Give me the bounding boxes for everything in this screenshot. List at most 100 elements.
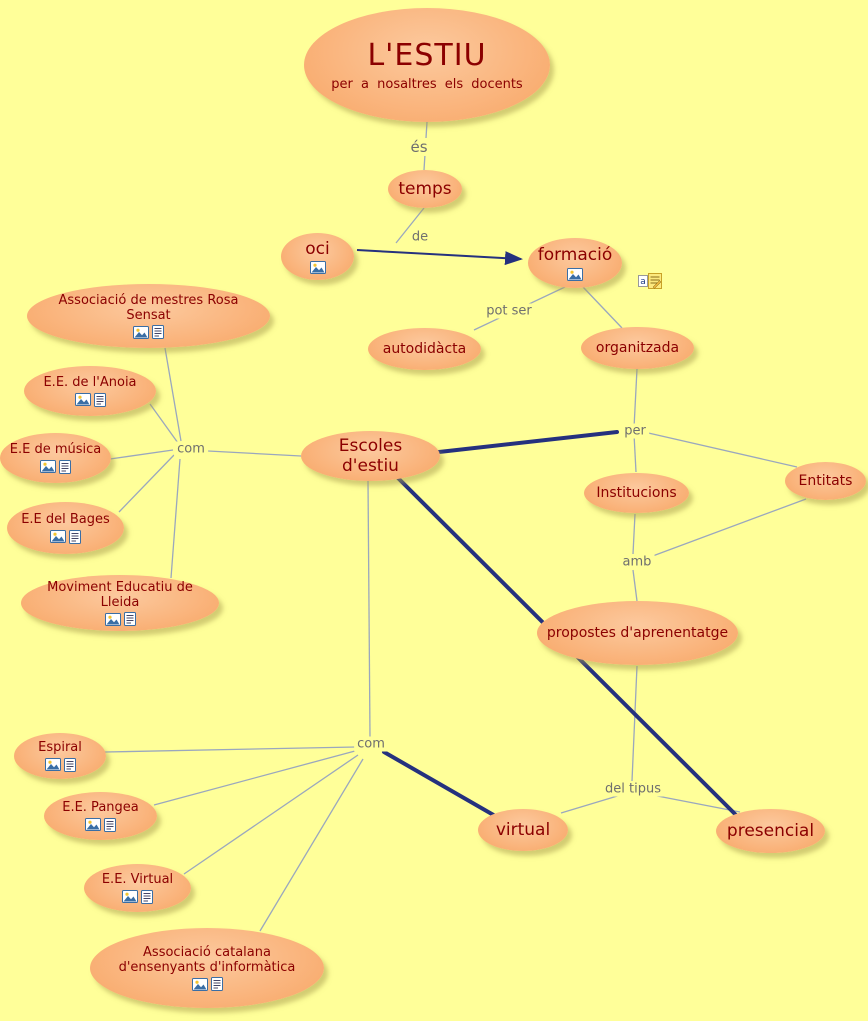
text-document-icon[interactable] [69, 529, 81, 544]
node-label: virtual [495, 819, 551, 840]
edge [207, 450, 302, 457]
node-propostes[interactable]: propostes d'aprenentatge [537, 601, 738, 665]
image-icon[interactable] [44, 758, 61, 772]
node-ee-anoia[interactable]: E.E. de l'Anoia [24, 366, 156, 416]
edge [118, 454, 175, 513]
annotation-icon[interactable]: a [638, 273, 662, 294]
edge-emphasis [382, 750, 499, 819]
link-label-per[interactable]: per [621, 423, 649, 439]
resource-icons [191, 977, 223, 992]
svg-text:a: a [640, 277, 646, 287]
edge [170, 458, 181, 579]
text-document-icon[interactable] [123, 612, 136, 627]
node-moviment-lleida[interactable]: Moviment Educatiu de Lleida [21, 575, 219, 631]
node-label: temps [398, 178, 452, 199]
node-institucions[interactable]: Institucions [584, 473, 689, 513]
edge [164, 347, 182, 442]
link-label-es[interactable]: és [407, 138, 431, 156]
node-ee-bages[interactable]: E.E del Bages [7, 502, 124, 554]
image-icon[interactable] [74, 393, 91, 407]
node-entitats[interactable]: Entitats [785, 462, 866, 500]
node-label: E.E. de l'Anoia [43, 375, 137, 391]
resource-icons [309, 261, 326, 275]
resource-icons [74, 392, 106, 407]
node-organitzada[interactable]: organitzada [581, 327, 694, 369]
link-label-de[interactable]: de [408, 229, 432, 245]
node-espiral[interactable]: Espiral [14, 733, 106, 779]
text-document-icon[interactable] [104, 817, 116, 832]
node-label: propostes d'aprenentatge [546, 624, 729, 641]
edge [643, 431, 798, 468]
resource-icons [44, 757, 76, 772]
node-label: Associació catalana d'ensenyants d'infor… [118, 944, 296, 975]
node-label: autodidàcta [382, 340, 467, 357]
node-ee-musica[interactable]: E.E de música [0, 433, 111, 483]
node-label: Institucions [596, 484, 677, 501]
link-label-amb[interactable]: amb [619, 554, 655, 570]
node-label: E.E. Pangea [62, 800, 139, 816]
edge [646, 793, 741, 813]
image-icon[interactable] [104, 612, 121, 626]
edge-arrow [356, 249, 523, 266]
edge [632, 513, 636, 555]
node-virtual[interactable]: virtual [478, 809, 568, 851]
node-formacio[interactable]: formació [528, 238, 622, 288]
node-label: E.E del Bages [21, 512, 110, 528]
node-rosa-sensat[interactable]: Associació de mestres Rosa Sensat [27, 284, 270, 348]
node-ee-virtual[interactable]: E.E. Virtual [84, 864, 191, 912]
link-label-com-left[interactable]: com [174, 441, 208, 457]
link-label-com-bottom[interactable]: com [354, 736, 388, 752]
edge-emphasis [437, 430, 619, 454]
node-label: oci [305, 238, 330, 259]
node-oci[interactable]: oci [281, 233, 354, 280]
node-temps[interactable]: temps [388, 170, 462, 208]
edges-thin [104, 121, 807, 932]
link-label-pot-ser[interactable]: pot ser [483, 303, 535, 319]
node-label: presencial [726, 820, 815, 841]
resource-icons [567, 267, 583, 281]
text-document-icon[interactable] [59, 459, 71, 474]
edge [183, 754, 359, 875]
node-autodidacta[interactable]: autodidàcta [368, 328, 481, 370]
image-icon[interactable] [50, 530, 66, 544]
text-document-icon[interactable] [152, 325, 164, 340]
edge [633, 368, 638, 429]
link-label-del-tipus[interactable]: del tipus [602, 781, 664, 797]
image-icon[interactable] [133, 325, 149, 339]
node-label: Escoles d'estiu [338, 435, 403, 476]
edge [153, 750, 356, 806]
text-document-icon[interactable] [63, 757, 76, 772]
edge [149, 403, 179, 444]
image-icon[interactable] [85, 818, 101, 832]
edge [633, 433, 637, 473]
image-icon[interactable] [122, 890, 138, 904]
image-icon[interactable] [309, 261, 326, 275]
resource-icons [133, 325, 164, 340]
resource-icons [50, 529, 81, 544]
image-icon[interactable] [191, 977, 208, 991]
root-title: L'ESTIU [367, 38, 487, 74]
node-label: formació [537, 245, 613, 266]
text-document-icon[interactable] [141, 889, 153, 904]
resource-icons [122, 889, 153, 904]
node-lestiu[interactable]: L'ESTIU per a nosaltres els docents [304, 8, 550, 122]
image-icon[interactable] [567, 267, 583, 281]
edge [395, 207, 425, 244]
edge [259, 758, 364, 932]
text-document-icon[interactable] [93, 392, 106, 407]
edge [367, 480, 371, 738]
text-document-icon[interactable] [210, 977, 223, 992]
edge [560, 793, 625, 814]
resource-icons [104, 612, 136, 627]
node-label: E.E. Virtual [101, 872, 174, 888]
edge [631, 665, 638, 782]
node-escoles-destiu[interactable]: Escoles d'estiu [301, 431, 440, 481]
node-associacio-informatica[interactable]: Associació catalana d'ensenyants d'infor… [90, 928, 324, 1008]
edge [632, 569, 638, 602]
image-icon[interactable] [40, 460, 56, 474]
edge [104, 746, 357, 753]
node-ee-pangea[interactable]: E.E. Pangea [44, 792, 157, 840]
node-label: E.E de música [9, 442, 102, 458]
edge [649, 498, 807, 558]
node-presencial[interactable]: presencial [716, 809, 825, 853]
